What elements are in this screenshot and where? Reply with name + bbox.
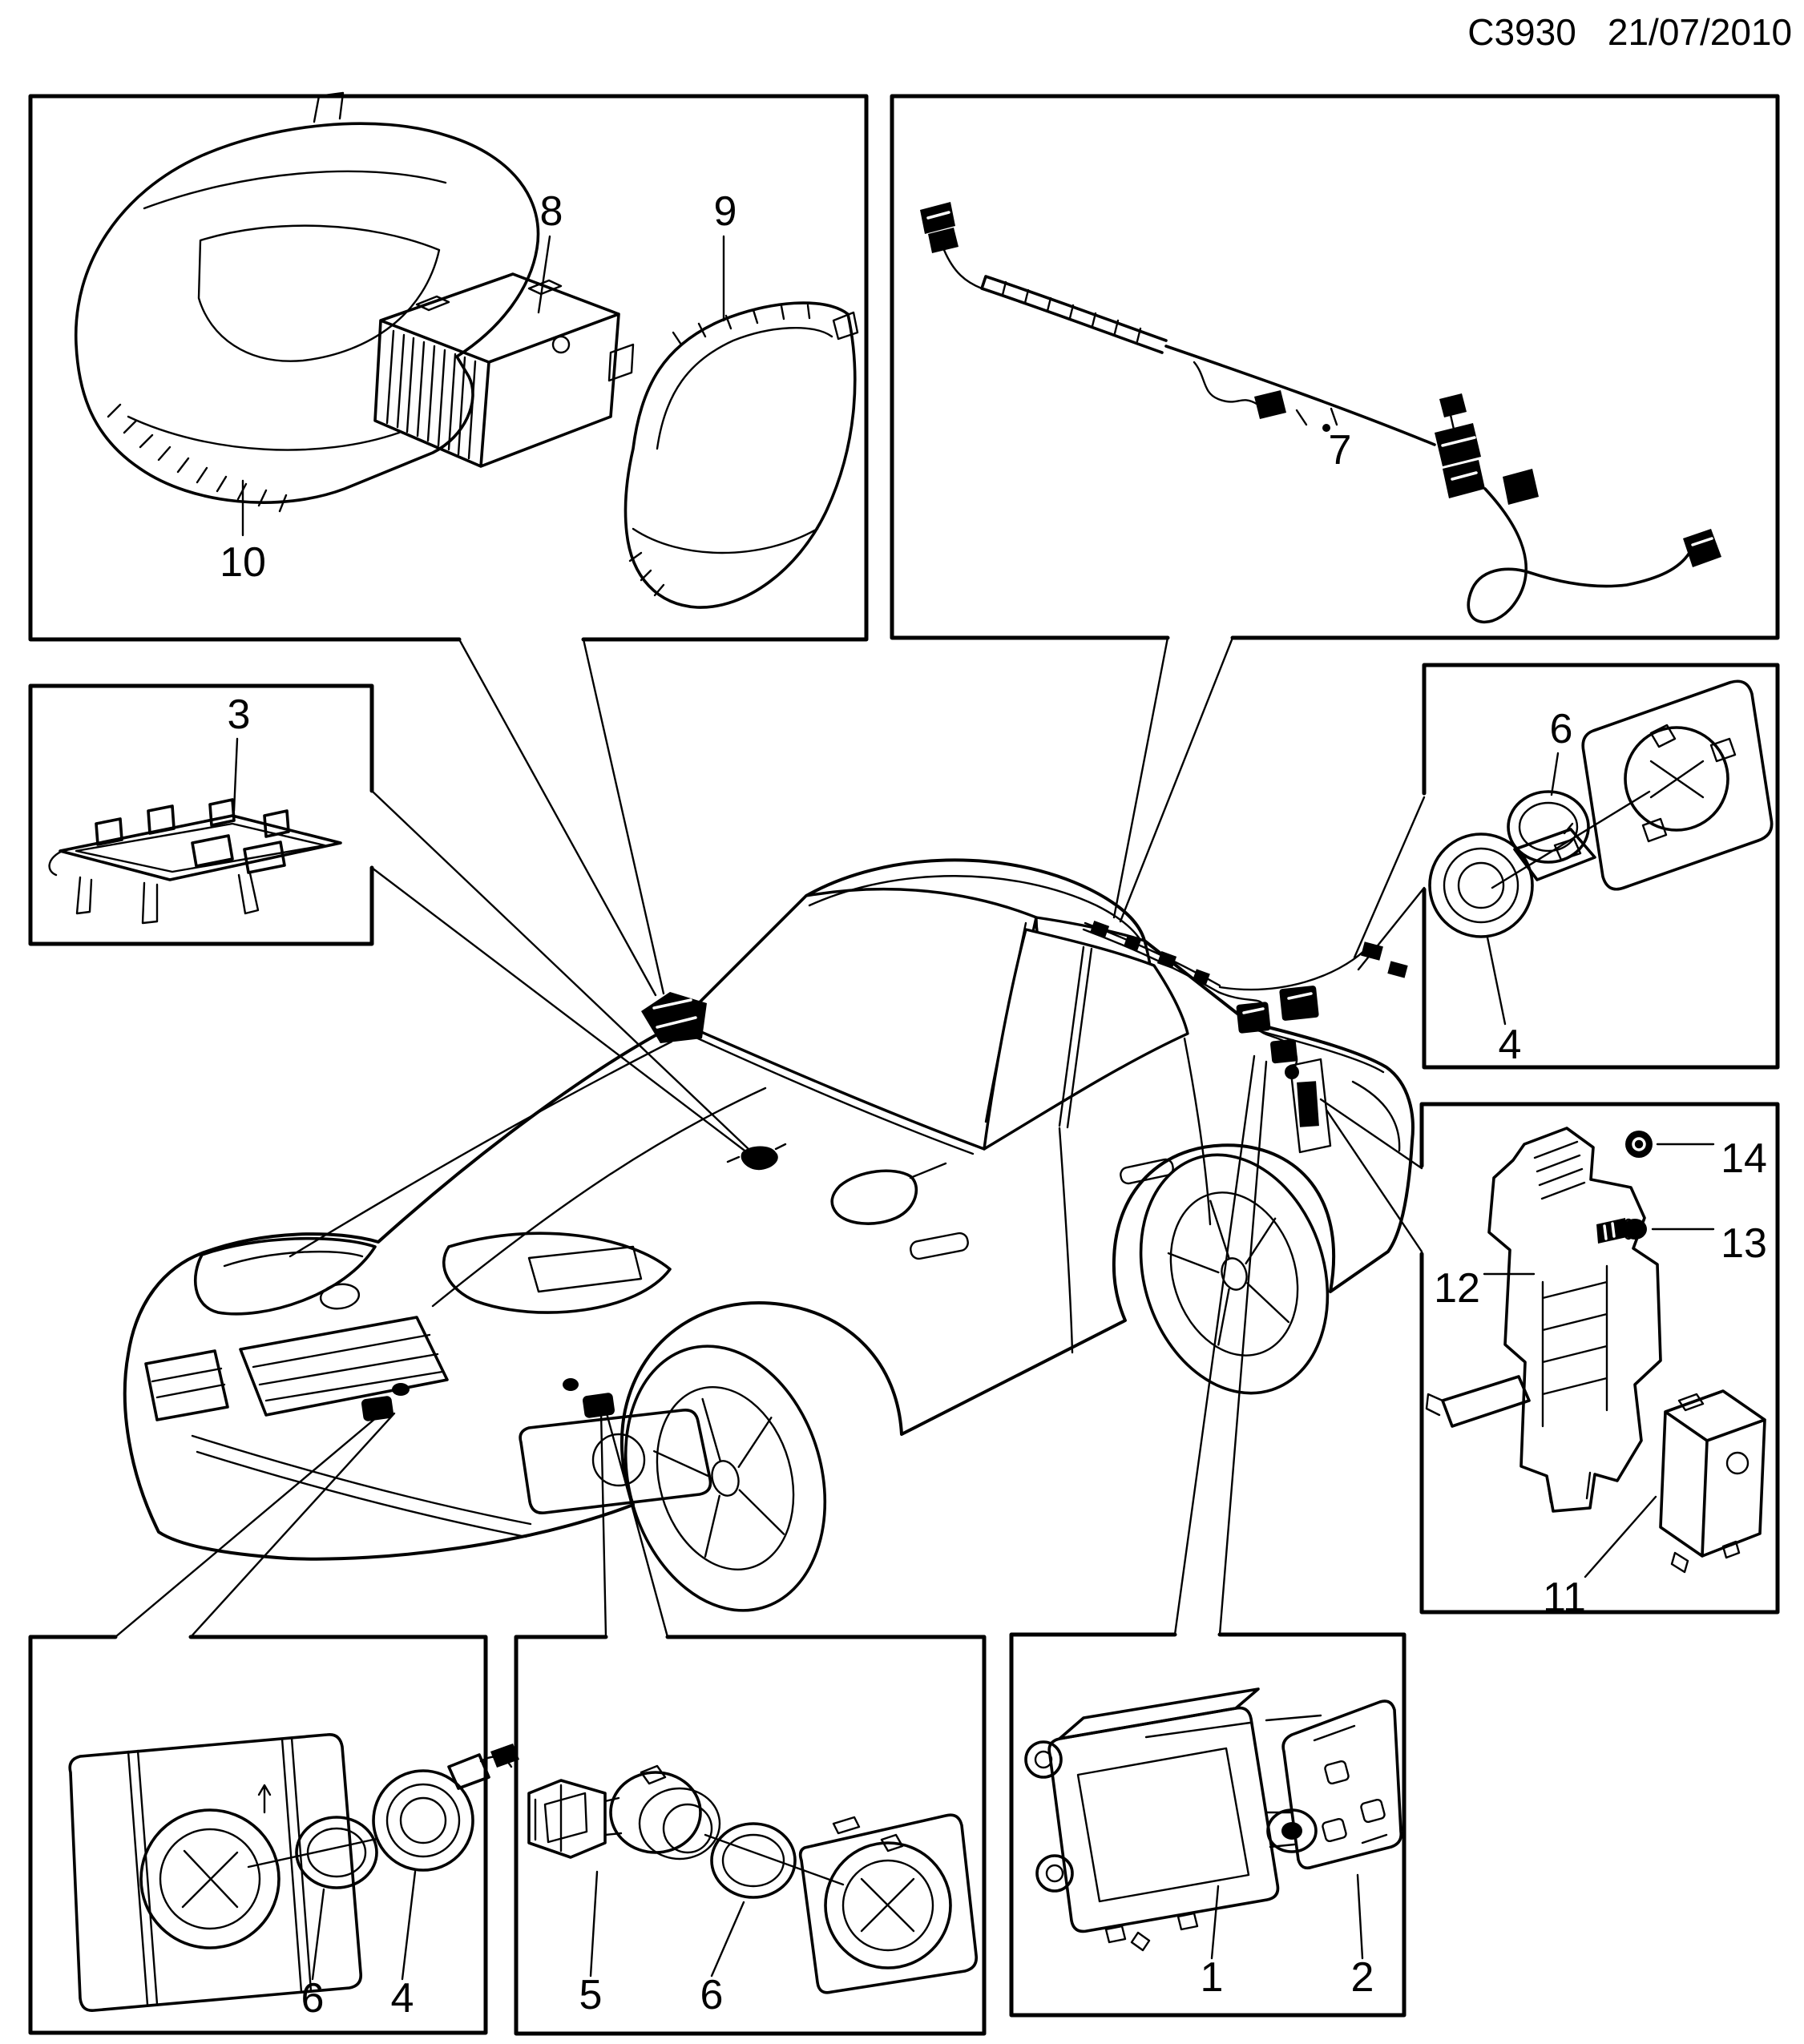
drawing-code: C3930 [1467,11,1576,53]
callout-11: 11 [1543,1574,1586,1621]
headlight-right [442,1232,672,1314]
box-front-center-sensor: 5 6 [514,1635,987,2036]
part-4-sensor-front-drawing [372,1744,519,1872]
callout-6-rear: 6 [1550,706,1573,752]
part-6-seal-drawing [1507,790,1590,864]
part-1-module-drawing [1024,1687,1318,1952]
front-bumper-sensor-right [563,1378,615,1418]
part-13-screw-drawing [1596,1218,1647,1244]
part-5-sensor-drawing [527,1764,721,1861]
camera-housing-on-cowl [641,992,707,1043]
part-front-plate-drawing [68,1732,363,2013]
hood-emblem [319,1283,361,1310]
callout-7: 7 [1329,427,1352,474]
box-quarter-bracket: 14 13 12 11 [1419,1102,1780,1621]
callout-6-front-center: 6 [700,1972,724,2018]
box-camera-unit: 8 9 10 [28,91,869,642]
leader-lines [114,636,1426,1639]
part-9-cover-drawing [624,301,859,609]
callout-14: 14 [1721,1135,1767,1182]
part-8-module-drawing [373,272,635,468]
door-handle-rear [1120,1158,1174,1185]
fog-lamp [519,1408,712,1515]
callout-10: 10 [220,539,266,586]
side-mirror [830,1169,918,1225]
callout-13: 13 [1721,1220,1767,1267]
callout-9: 9 [714,188,737,235]
hood-bracket-mark [726,1143,787,1171]
box-rear-module: 1 2 [1009,1632,1406,2018]
callout-4-rear: 4 [1499,1022,1522,1068]
part-6-seal-center-drawing [710,1822,797,1899]
drawing-date: 21/07/2010 [1608,11,1792,53]
box-rear-sensor: 6 4 [1422,663,1780,1070]
side-windows [983,928,1189,1151]
callout-8: 8 [540,188,563,235]
callout-5: 5 [579,1972,603,2018]
callout-2: 2 [1351,1954,1374,2001]
part-7-harness-drawing [920,202,1721,624]
part-14-nut-drawing [1625,1131,1653,1158]
part-center-plate-drawing [798,1813,979,1994]
box-roof-harness: 7 [890,94,1780,640]
callout-12: 12 [1434,1265,1480,1312]
car-illustration [123,858,1415,1612]
part-rear-plate-drawing [1581,679,1774,891]
callout-6-front-corner: 6 [301,1975,325,2022]
door-handle-front [910,1232,969,1260]
part-12-bracket-drawing [1425,1127,1662,1513]
front-bumper-sensor-left [361,1383,410,1421]
box-hood-bracket: 3 [28,683,374,946]
part-2-bracket-drawing [1281,1699,1403,1870]
callout-4-front-corner: 4 [391,1975,414,2022]
part-4-sensor-drawing [1428,822,1596,938]
quarter-module-cluster [1236,986,1332,1154]
callout-3: 3 [228,691,251,738]
grille [239,1316,449,1417]
callout-1: 1 [1201,1954,1224,2001]
part-11-module-drawing [1659,1389,1766,1574]
header: C3930 21/07/2010 [1467,11,1792,53]
part-3-bracket-drawing [48,798,342,925]
box-front-corner-sensor: 6 4 [28,1635,519,2035]
part-6-seal-front-drawing [295,1816,378,1889]
